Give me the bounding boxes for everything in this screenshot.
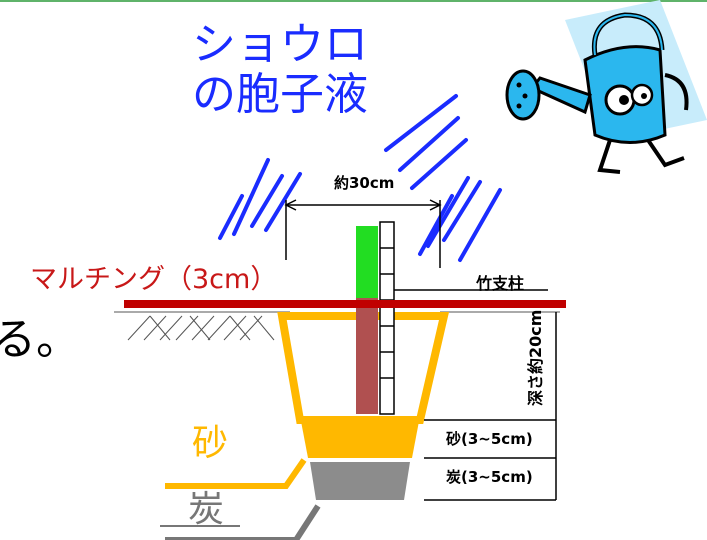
mulch-line xyxy=(124,300,566,308)
charcoal-layer xyxy=(310,462,410,500)
mulching-label: マルチング（3cm） xyxy=(30,264,278,295)
spore-liquid-title: ショウロ の胞子液 xyxy=(170,20,390,120)
seedling-stem-below xyxy=(356,298,378,414)
sand-leader xyxy=(165,458,307,489)
depth-dimension xyxy=(424,312,557,501)
cut-off-text: る。 xyxy=(0,314,80,365)
depth-label: 深さ約20cm xyxy=(526,309,545,406)
watering-can-icon xyxy=(505,0,707,174)
spore-title-line2: の胞子液 xyxy=(192,69,368,120)
sand-layer-label: 砂(3~5cm) xyxy=(446,430,533,448)
width-dimension xyxy=(284,199,442,268)
charcoal-layer-label: 炭(3~5cm) xyxy=(446,468,533,486)
bamboo-post xyxy=(379,221,548,415)
charcoal-leader xyxy=(165,504,321,540)
spore-title-line1: ショウロ xyxy=(192,19,368,70)
spore-spray-lines xyxy=(218,94,502,262)
bamboo-post-label: 竹支柱 xyxy=(476,274,525,293)
width-label: 約30cm xyxy=(334,174,395,192)
sand-layer xyxy=(300,416,420,458)
sand-label: 砂 xyxy=(192,423,229,464)
charcoal-label: 炭 xyxy=(188,489,225,530)
ground-hatch xyxy=(114,311,560,341)
seedling-stem-above xyxy=(356,226,378,298)
